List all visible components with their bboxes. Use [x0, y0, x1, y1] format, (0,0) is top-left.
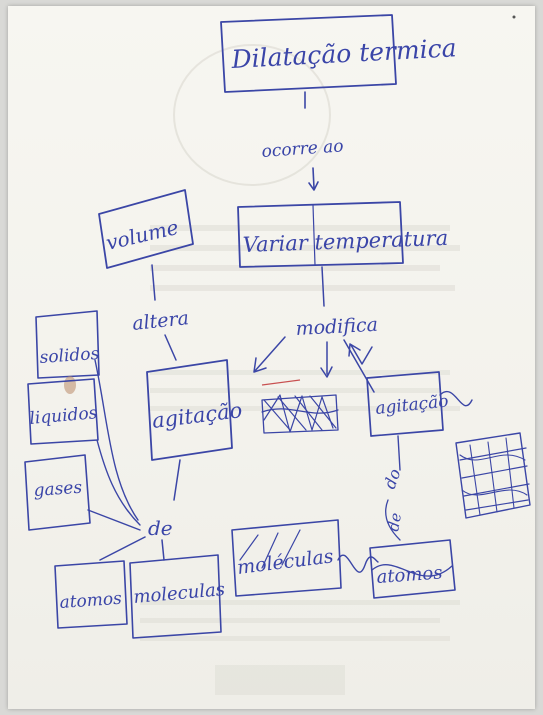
node-atomos-right: atomos: [369, 539, 456, 599]
edge-volume-altera: [151, 264, 156, 301]
edge-agitacao-do: [397, 435, 401, 471]
node-gases-label: gases: [33, 478, 83, 501]
node-moleculas-left: moleculas: [129, 554, 226, 639]
node-solidos-label: solidos: [39, 344, 100, 368]
edge-moleculas-atomos: [337, 554, 379, 573]
node-atomos-left: atomos: [54, 560, 128, 629]
node-variar-temperatura: Variar temperatura: [237, 201, 449, 268]
edge-altera-agitacao: [164, 334, 177, 361]
edge-de-moleculas: [161, 539, 165, 561]
edge-solidos-de: [94, 359, 139, 521]
edge-label-modifica: modifica: [295, 314, 378, 340]
edge-de-atomos: [99, 536, 146, 561]
arrow-modifica-left: [253, 336, 286, 373]
node-liquidos-label: liquidos: [29, 403, 99, 429]
node-liquidos: liquidos: [27, 378, 99, 445]
arrow-modifica-right: [343, 339, 375, 393]
node-dilatacao-label: Dilatação termica: [230, 33, 457, 74]
node-moleculas-right-label: moléculas: [236, 545, 335, 579]
stain-mark: [64, 376, 76, 394]
node-solidos: solidos: [35, 310, 100, 379]
scribbled-block-right: [455, 432, 531, 519]
node-gases: gases: [24, 454, 91, 531]
scribbled-out-word: [261, 394, 339, 434]
red-mark: [261, 379, 301, 386]
ink-dot: [512, 15, 516, 19]
edge-label-ocorre: ocorre ao: [261, 136, 344, 162]
edge-ocorre-variar: [308, 167, 319, 191]
edge-agitacao-de: [173, 459, 181, 501]
node-moleculas-right: moléculas: [231, 519, 342, 597]
edge-gases-de: [87, 509, 141, 531]
arrow-modifica-down: [320, 341, 333, 378]
arrow-modifica-extra: [350, 344, 373, 365]
edge-label-altera: altera: [131, 307, 190, 335]
node-dilatacao: Dilatação termica: [220, 14, 457, 93]
paper-sheet: [8, 6, 535, 709]
node-agitacao-right: agitação: [366, 371, 473, 437]
node-atomos-left-label: atomos: [59, 589, 123, 613]
edge-do-atomos: [385, 499, 401, 541]
node-agitacao-right-label: agitação: [374, 391, 449, 419]
edge-variar-modifica: [321, 266, 325, 307]
connector-de: de: [148, 516, 173, 540]
connector-do: do: [380, 466, 405, 491]
edge-liquidos-de: [96, 439, 141, 526]
node-agitacao-left-label: agitação: [151, 398, 244, 433]
